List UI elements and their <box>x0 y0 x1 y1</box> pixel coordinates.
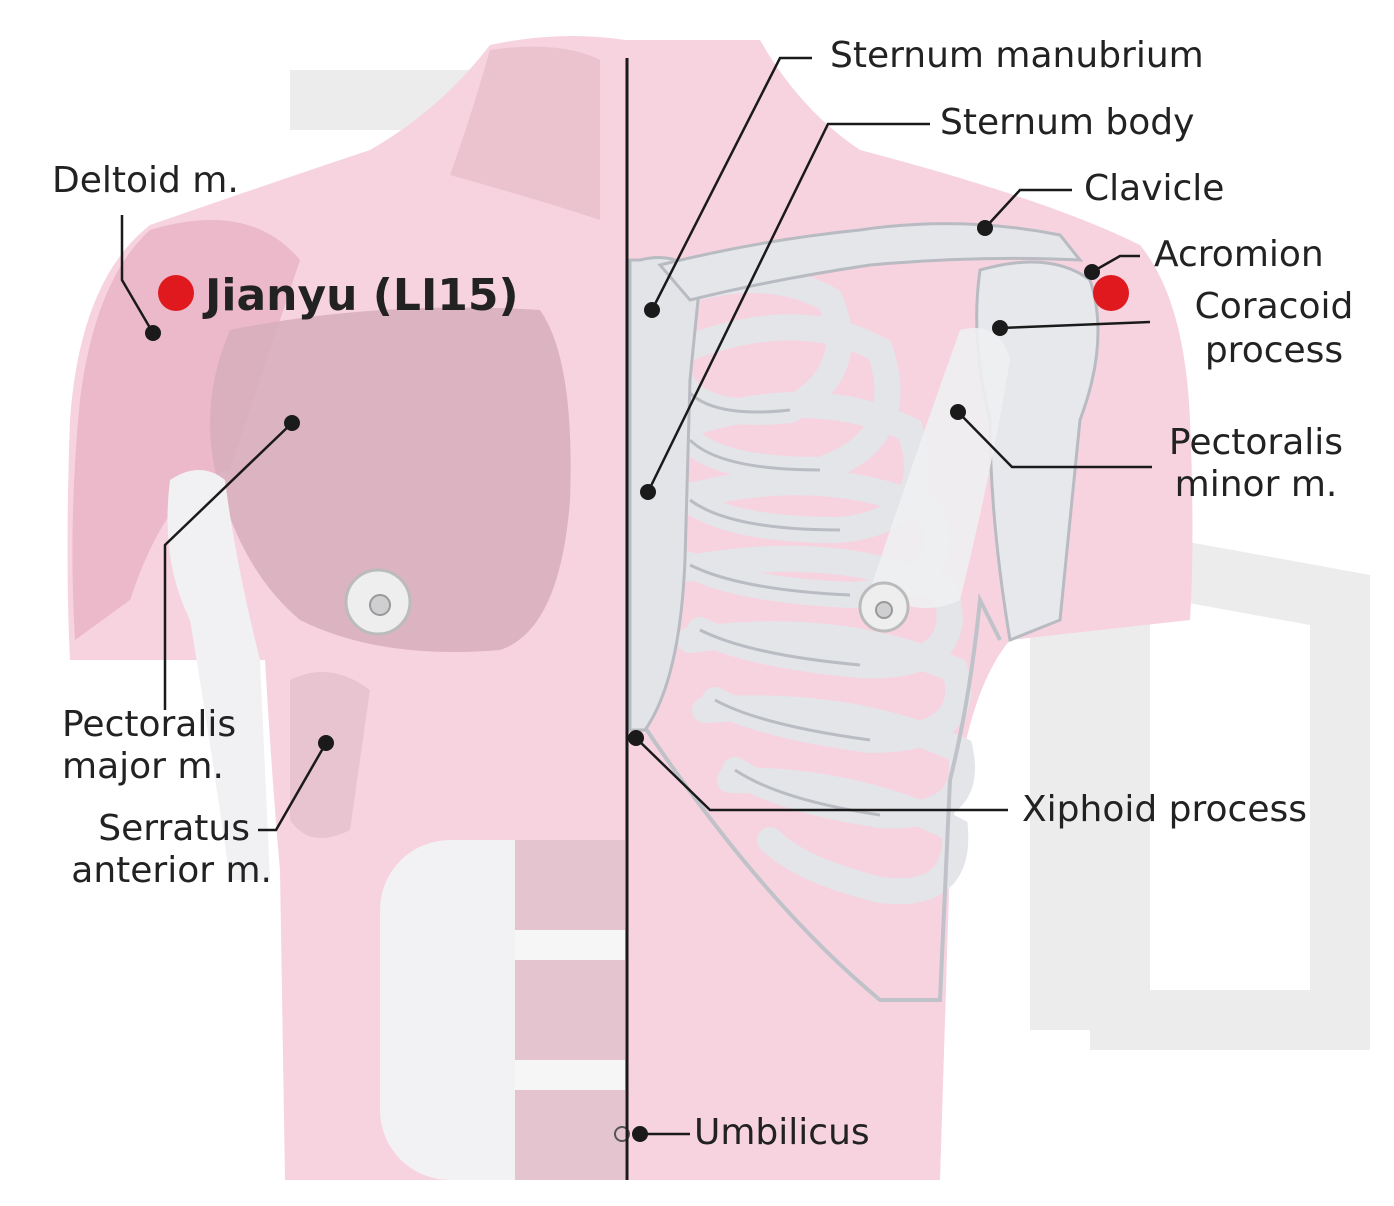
label-clavicle: Clavicle <box>1084 168 1225 209</box>
dot-serratus <box>318 735 334 751</box>
label-sternum-manubrium: Sternum manubrium <box>830 35 1204 76</box>
trapezius <box>450 46 600 220</box>
dot-sternum-manubrium <box>644 302 660 318</box>
label-deltoid: Deltoid m. <box>52 160 239 201</box>
label-pectoralis-major-line1: Pectoralis <box>62 704 237 745</box>
costal-margin <box>638 592 1002 1002</box>
leader-clavicle <box>984 188 1072 229</box>
left-nipple-center <box>369 594 391 616</box>
axilla <box>167 470 270 880</box>
deltoid-muscle <box>72 220 300 640</box>
label-pectoralis-minor-line1: Pectoralis <box>1168 422 1344 463</box>
dot-sternum-body <box>640 484 656 500</box>
dot-clavicle <box>977 220 993 236</box>
tendinous-intersection-1 <box>515 930 625 960</box>
pectoralis-minor-muscle <box>870 328 1010 608</box>
label-acromion: Acromion <box>1154 234 1324 275</box>
leader-coracoid <box>999 320 1151 330</box>
label-xiphoid: Xiphoid process <box>1022 789 1307 830</box>
leader-dots <box>145 220 1100 1142</box>
dot-pectoralis-major <box>284 415 300 431</box>
tendinous-intersection-2 <box>515 1060 625 1090</box>
label-coracoid-line1: Coracoid <box>1194 286 1354 327</box>
dot-coracoid <box>992 320 1008 336</box>
rib-shadow <box>678 379 881 817</box>
leader-acromion <box>1091 254 1140 274</box>
leader-sternum-manubrium <box>650 56 812 311</box>
label-pectoralis-minor-line2: minor m. <box>1174 464 1338 505</box>
leader-serratus <box>258 742 328 832</box>
leader-lines <box>120 56 1152 1136</box>
dot-deltoid <box>145 325 161 341</box>
dot-xiphoid <box>628 730 644 746</box>
label-pectoralis-major-line2: major m. <box>62 746 224 787</box>
label-serratus-line2: anterior m. <box>71 850 272 891</box>
label-coracoid-line2: process <box>1204 330 1344 371</box>
leader-xiphoid <box>635 737 1008 812</box>
label-umbilicus: Umbilicus <box>694 1112 870 1153</box>
leader-deltoid <box>120 215 155 334</box>
serratus-muscle <box>290 672 370 838</box>
label-sternum-body: Sternum body <box>940 102 1195 143</box>
point-title: Jianyu (LI15) <box>205 270 519 321</box>
leader-pectoralis-minor <box>957 411 1152 469</box>
umbilicus-mark <box>614 1126 630 1142</box>
jianyu-point-left <box>158 275 194 311</box>
label-serratus-line1: Serratus <box>98 808 250 849</box>
dot-acromion <box>1084 264 1100 280</box>
dot-pectoralis-minor <box>950 404 966 420</box>
pectoralis-major-muscle <box>210 307 571 652</box>
jianyu-point-right <box>1093 275 1129 311</box>
leader-sternum-body <box>646 122 930 493</box>
dot-umbilicus <box>632 1126 648 1142</box>
right-nipple-center <box>875 601 893 619</box>
sternum <box>628 256 702 732</box>
leader-pectoralis-major <box>163 422 293 710</box>
clavicle-bone <box>657 222 1084 302</box>
rectus-abdominis <box>515 840 625 1180</box>
